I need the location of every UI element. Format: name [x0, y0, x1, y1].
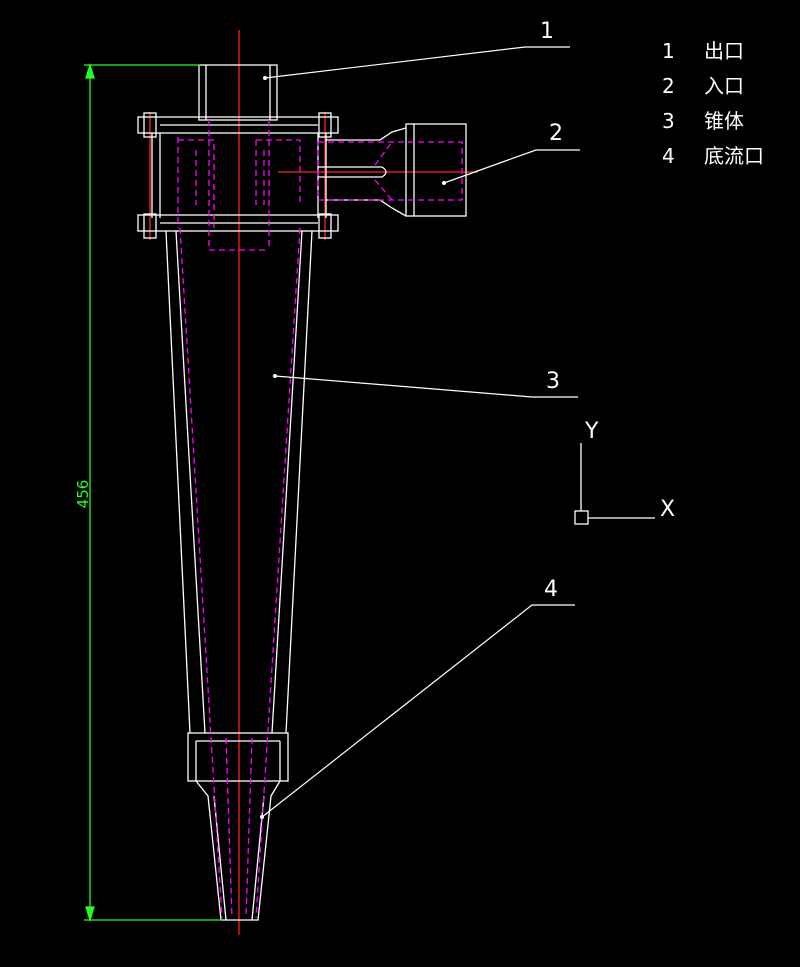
legend-label-2: 入口 [704, 74, 744, 98]
cone-outer-left [165, 230, 191, 734]
internal-pocket [177, 137, 215, 228]
arrow-bottom [85, 906, 95, 923]
spigot-collar [187, 732, 289, 782]
dimension-456 [84, 62, 222, 923]
underflow-outlet [195, 780, 281, 921]
cone-inner-right [271, 230, 303, 734]
inlet-transition [379, 127, 407, 217]
inlet-bore [317, 141, 463, 201]
internal-pocket [255, 139, 301, 205]
cone-hidden-right [255, 227, 301, 919]
leader-4 [261, 604, 575, 818]
ucs-icon [574, 443, 655, 525]
cone-hidden-left [179, 227, 223, 919]
dimension-value: 456 [74, 480, 92, 509]
leader-3 [274, 375, 578, 398]
leader-dot [263, 76, 267, 80]
legend-num-2: 2 [662, 74, 675, 98]
hidden-lines [177, 120, 463, 919]
legend-label-1: 出口 [704, 39, 744, 63]
callout-1: 1 [540, 19, 554, 44]
legend-num-3: 3 [662, 109, 675, 133]
bolt [318, 213, 332, 239]
legend-label-3: 锥体 [704, 109, 744, 133]
legend-label-4: 底流口 [704, 144, 764, 168]
underflow-outlet-inner [213, 795, 227, 921]
leader-dot [260, 815, 264, 819]
top-flange [137, 116, 339, 134]
bottom-flange [137, 214, 339, 232]
leader-dot [273, 374, 277, 378]
ucs-x-label: X [660, 497, 675, 522]
leader-lines [261, 46, 580, 818]
leader-dot [442, 181, 446, 185]
leader-2 [443, 149, 580, 184]
ucs-origin-box [574, 510, 589, 525]
legend-num-1: 1 [662, 39, 675, 63]
underflow-outlet-inner [251, 795, 265, 921]
bolt [143, 112, 157, 138]
legend-num-4: 4 [662, 144, 675, 168]
spigot-hidden-left [225, 737, 233, 919]
body-outline [137, 64, 467, 921]
legend: 1 出口 2 入口 3 锥体 4 底流口 [662, 39, 764, 168]
centerlines [149, 30, 478, 935]
inlet-bore-taper [374, 141, 393, 201]
outlet-pipe [198, 64, 278, 121]
leader-dots [260, 76, 446, 819]
bolt [143, 213, 157, 239]
spigot-hidden-right [245, 737, 253, 919]
inlet-slot [318, 166, 387, 178]
callout-3: 3 [546, 369, 560, 394]
arrow-top [85, 62, 95, 79]
leader-1 [264, 46, 570, 79]
inlet-flange [405, 123, 467, 217]
ucs-y-label: Y [584, 419, 599, 444]
cone-inner-left [175, 230, 206, 734]
bolt [318, 112, 332, 138]
cone-outer-right [285, 230, 313, 734]
callout-4: 4 [544, 577, 558, 602]
callout-2: 2 [549, 121, 563, 146]
